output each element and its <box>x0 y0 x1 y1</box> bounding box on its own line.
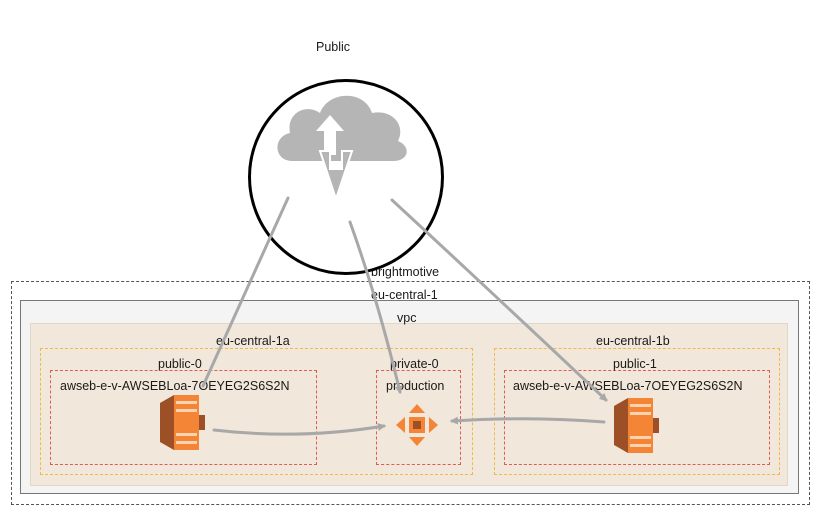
elastic-load-balancing-icon <box>396 404 438 446</box>
subnet-private-0 <box>376 370 461 465</box>
availability-zone-b-label: eu-central-1b <box>596 334 670 348</box>
subnet-public-0-label: public-0 <box>158 357 202 371</box>
subnet-public-0-resource-label: awseb-e-v-AWSEBLoa-7OEYEG2S6S2N <box>60 379 290 393</box>
connector-public-to-public-1 <box>390 198 608 402</box>
subnet-private-0-label: private-0 <box>390 357 439 371</box>
account-boundary <box>11 281 810 505</box>
vpc-boundary <box>30 323 788 486</box>
cloud-upload-download-icon <box>277 95 407 203</box>
availability-zone-a <box>40 348 473 475</box>
availability-zone-b <box>494 348 780 475</box>
public-label: Public <box>316 40 351 54</box>
subnet-public-1-resource-label: awseb-e-v-AWSEBLoa-7OEYEG2S6S2N <box>513 379 743 393</box>
load-balancer-icon <box>160 395 205 450</box>
connector-public-to-production <box>348 220 403 394</box>
connector-lb0-to-production <box>212 423 386 436</box>
connector-lb1-to-production <box>450 416 606 425</box>
subnet-public-1-label: public-1 <box>613 357 657 371</box>
account-label: brightmotive <box>371 265 440 279</box>
region-label: eu-central-1 <box>371 288 438 302</box>
load-balancer-icon <box>614 398 659 453</box>
connector-public-to-public-0 <box>201 196 290 388</box>
availability-zone-a-label: eu-central-1a <box>216 334 290 348</box>
subnet-public-0 <box>50 370 317 465</box>
vpc-label: vpc <box>397 311 417 325</box>
